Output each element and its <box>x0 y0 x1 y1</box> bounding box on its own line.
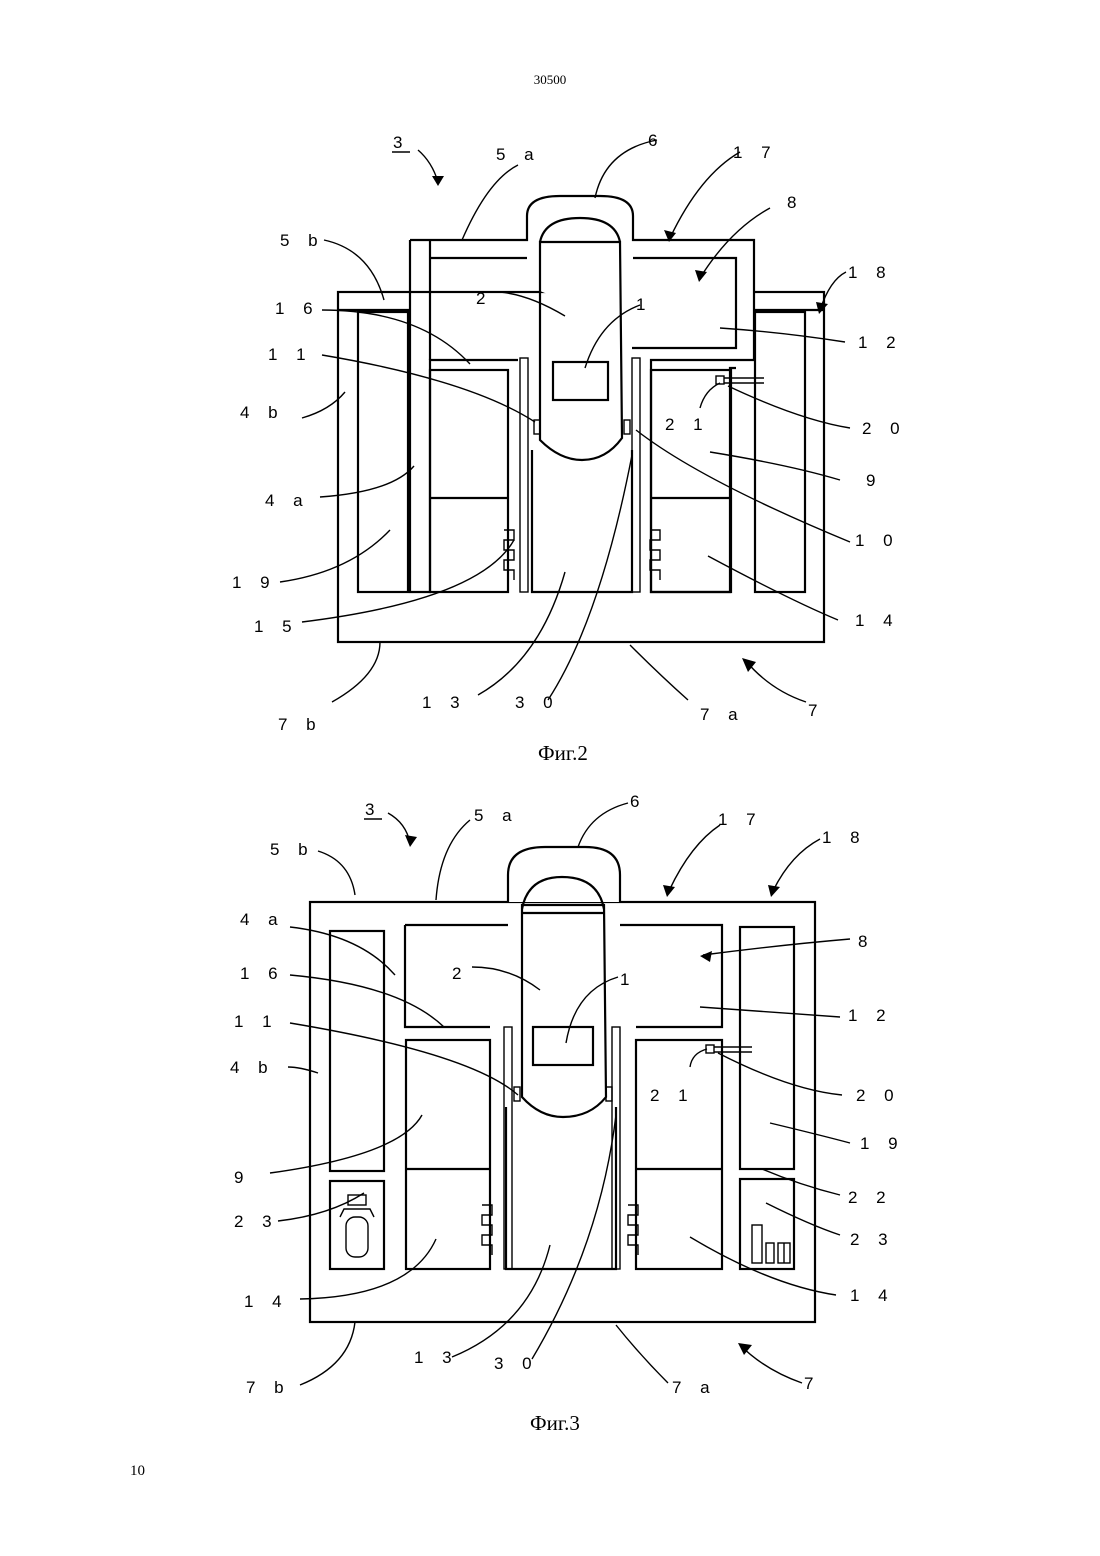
label-14-right: 1 4 <box>850 1286 895 1305</box>
label-7: 7 <box>808 701 824 720</box>
fuel-assemblies-right <box>752 1225 790 1263</box>
label-21: 2 1 <box>665 415 710 434</box>
label-5a: 5 a <box>474 806 519 825</box>
label-14-left: 1 4 <box>244 1292 289 1311</box>
figure-2: 3 5 a 6 1 7 8 5 b 1 8 1 6 2 1 1 2 1 1 4 … <box>0 120 1100 780</box>
core-block <box>553 362 608 400</box>
label-17: 1 7 <box>733 143 778 162</box>
label-4b: 4 b <box>230 1058 275 1077</box>
label-13: 1 3 <box>414 1348 459 1367</box>
label-16: 1 6 <box>240 964 285 983</box>
label-11: 1 1 <box>268 345 313 364</box>
label-7b: 7 b <box>278 715 323 734</box>
label-1: 1 <box>620 970 636 989</box>
page-number: 10 <box>130 1463 145 1480</box>
left-shield-panel <box>330 931 384 1171</box>
label-30: 3 0 <box>515 693 560 712</box>
figure-3: 3 5 a 6 1 7 1 8 5 b 4 a 8 1 6 2 1 1 2 1 … <box>0 785 1100 1445</box>
label-21: 2 1 <box>650 1086 695 1105</box>
label-23-left: 2 3 <box>234 1212 279 1231</box>
right-shield-panel <box>755 312 805 592</box>
left-pool <box>430 370 508 592</box>
left-storage-box <box>330 1181 384 1269</box>
label-11: 1 1 <box>234 1012 279 1031</box>
label-15: 1 5 <box>254 617 299 636</box>
label-3: 3 <box>393 133 409 152</box>
label-2: 2 <box>452 964 468 983</box>
label-20: 2 0 <box>862 419 907 438</box>
label-7a: 7 a <box>672 1378 717 1397</box>
label-4b: 4 b <box>240 403 285 422</box>
label-4a: 4 a <box>240 910 285 929</box>
upper-housing <box>508 847 620 902</box>
right-pool <box>636 1040 722 1269</box>
label-9: 9 <box>234 1168 250 1187</box>
label-20: 2 0 <box>856 1086 901 1105</box>
label-3: 3 <box>365 800 381 819</box>
pipe-fitting <box>706 1045 714 1053</box>
label-5b: 5 b <box>280 231 325 250</box>
label-5a: 5 a <box>496 145 541 164</box>
reactor-vessel <box>522 905 606 1117</box>
upper-housing <box>410 196 754 592</box>
label-7a: 7 a <box>700 705 745 724</box>
label-19: 1 9 <box>232 573 277 592</box>
core-block <box>533 1027 593 1065</box>
label-12: 1 2 <box>848 1006 893 1025</box>
label-6: 6 <box>630 792 646 811</box>
label-23-right: 2 3 <box>850 1230 895 1249</box>
label-19: 1 9 <box>860 1134 905 1153</box>
label-5b: 5 b <box>270 840 315 859</box>
fuel-cask-left <box>340 1195 374 1257</box>
label-14: 1 4 <box>855 611 900 630</box>
right-shield-panel <box>740 927 794 1169</box>
left-pool <box>406 1040 490 1269</box>
label-4a: 4 a <box>265 491 310 510</box>
label-7: 7 <box>804 1374 820 1393</box>
figure-caption: Фиг.3 <box>530 1411 580 1435</box>
label-30: 3 0 <box>494 1354 539 1373</box>
document-number: 30500 <box>0 72 1100 88</box>
label-18: 1 8 <box>822 828 867 847</box>
label-8: 8 <box>787 193 803 212</box>
label-16: 1 6 <box>275 299 320 318</box>
label-13: 1 3 <box>422 693 467 712</box>
label-17: 1 7 <box>718 810 763 829</box>
label-7b: 7 b <box>246 1378 291 1397</box>
label-18: 1 8 <box>848 263 893 282</box>
label-1: 1 <box>636 295 652 314</box>
label-12: 1 2 <box>858 333 903 352</box>
figure-caption: Фиг.2 <box>538 741 588 765</box>
label-22: 2 2 <box>848 1188 893 1207</box>
right-storage-box <box>740 1179 794 1269</box>
label-2: 2 <box>476 289 492 308</box>
label-9: 9 <box>866 471 882 490</box>
label-6: 6 <box>648 131 664 150</box>
label-8: 8 <box>858 932 874 951</box>
label-10: 1 0 <box>855 531 900 550</box>
